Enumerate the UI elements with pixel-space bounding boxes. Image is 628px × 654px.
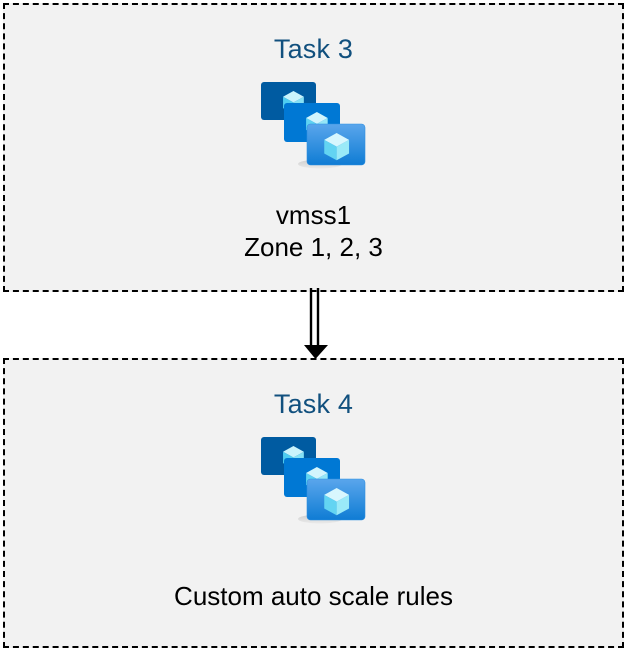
connector-arrow-down-icon <box>299 288 333 362</box>
caption-line: Custom auto scale rules <box>174 581 453 611</box>
vmss-icon <box>260 436 368 534</box>
task-box-task-4[interactable]: Task 4 <box>3 358 624 648</box>
caption-line: Zone 1, 2, 3 <box>244 232 383 262</box>
task-heading: Task 4 <box>273 389 354 419</box>
task-heading: Task 3 <box>273 34 354 64</box>
task-box-task-3[interactable]: Task 3 <box>3 3 624 292</box>
task-caption: Custom auto scale rules <box>174 580 453 612</box>
caption-line: vmss1 <box>275 200 352 230</box>
task-caption: vmss1 Zone 1, 2, 3 <box>244 199 383 263</box>
vmss-icon <box>260 81 368 179</box>
